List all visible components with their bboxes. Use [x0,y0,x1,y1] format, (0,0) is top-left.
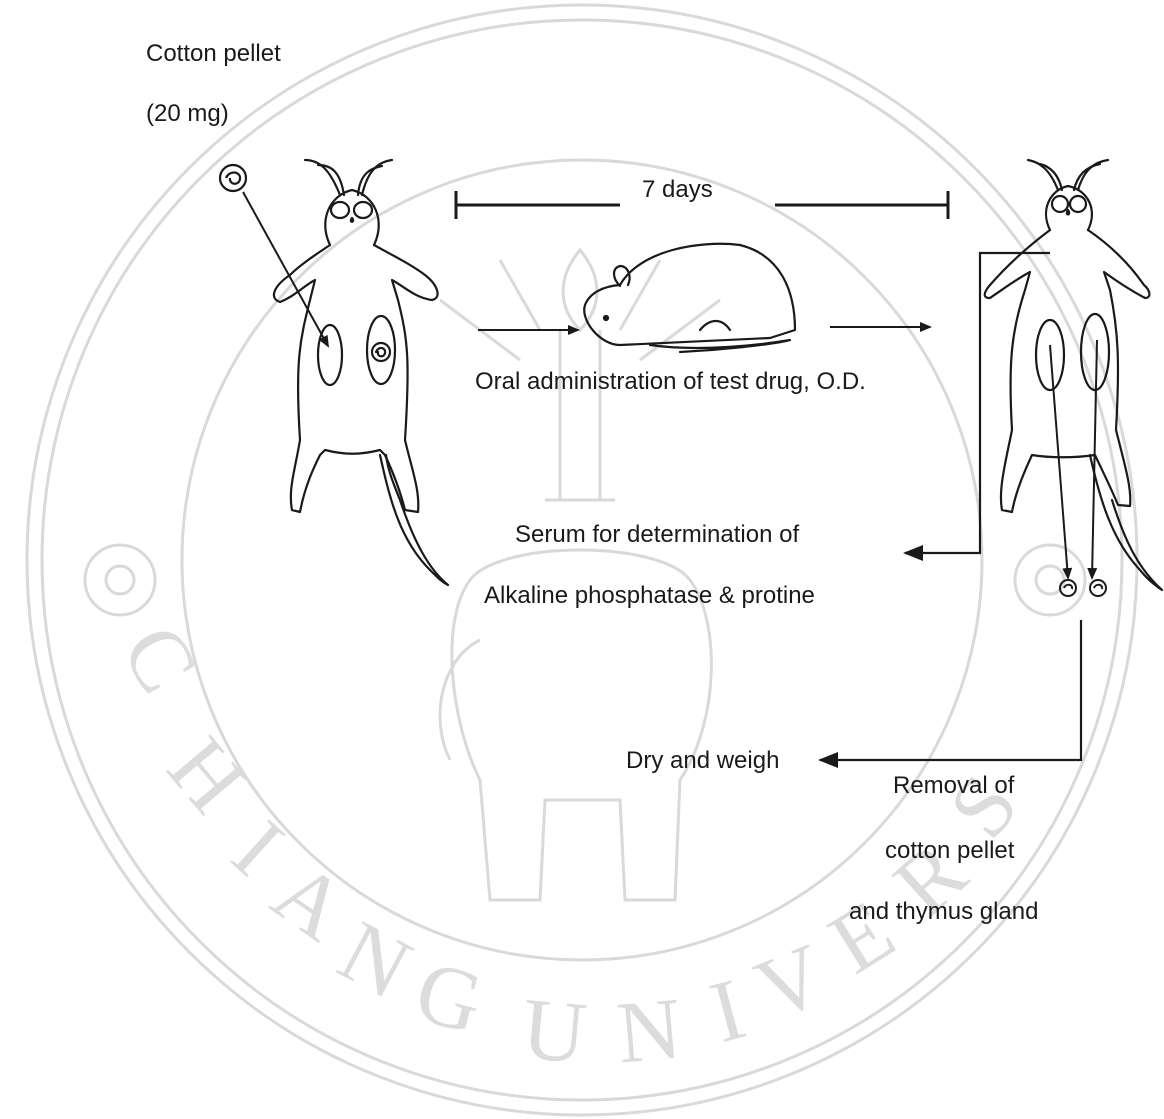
pellet-mass-label: (20 mg) [146,100,229,128]
svg-text:I: I [701,961,754,1062]
svg-text:H: H [149,720,264,831]
svg-text:A: A [256,844,364,960]
cotton-pellet-label: Cotton pellet [146,40,281,68]
university-seal-watermark: x [27,5,1137,1115]
removal-label-line1: Removal of [893,772,1014,800]
rat-middle-illustration [584,244,795,352]
removal-label-line2: cotton pellet [885,837,1014,865]
cotton-pellet-icon [220,165,246,191]
oral-administration-label: Oral administration of test drug, O.D. [475,368,866,396]
svg-text:C: C [103,610,216,709]
svg-text:N: N [613,980,685,1082]
svg-text:V: V [743,926,838,1040]
duration-label: 7 days [642,176,713,204]
dry-weigh-connector [820,620,1081,760]
serum-label-line1: Serum for determination of [515,521,799,549]
rat-left-illustration [274,160,448,585]
svg-text:G: G [406,943,493,1053]
implant-arrow [243,192,328,346]
removal-label-line3: and thymus gland [849,898,1038,926]
dry-weigh-label: Dry and weigh [626,747,779,775]
svg-text:U: U [518,981,590,1083]
serum-label-line2: Alkaline phosphatase & protine [484,582,815,610]
